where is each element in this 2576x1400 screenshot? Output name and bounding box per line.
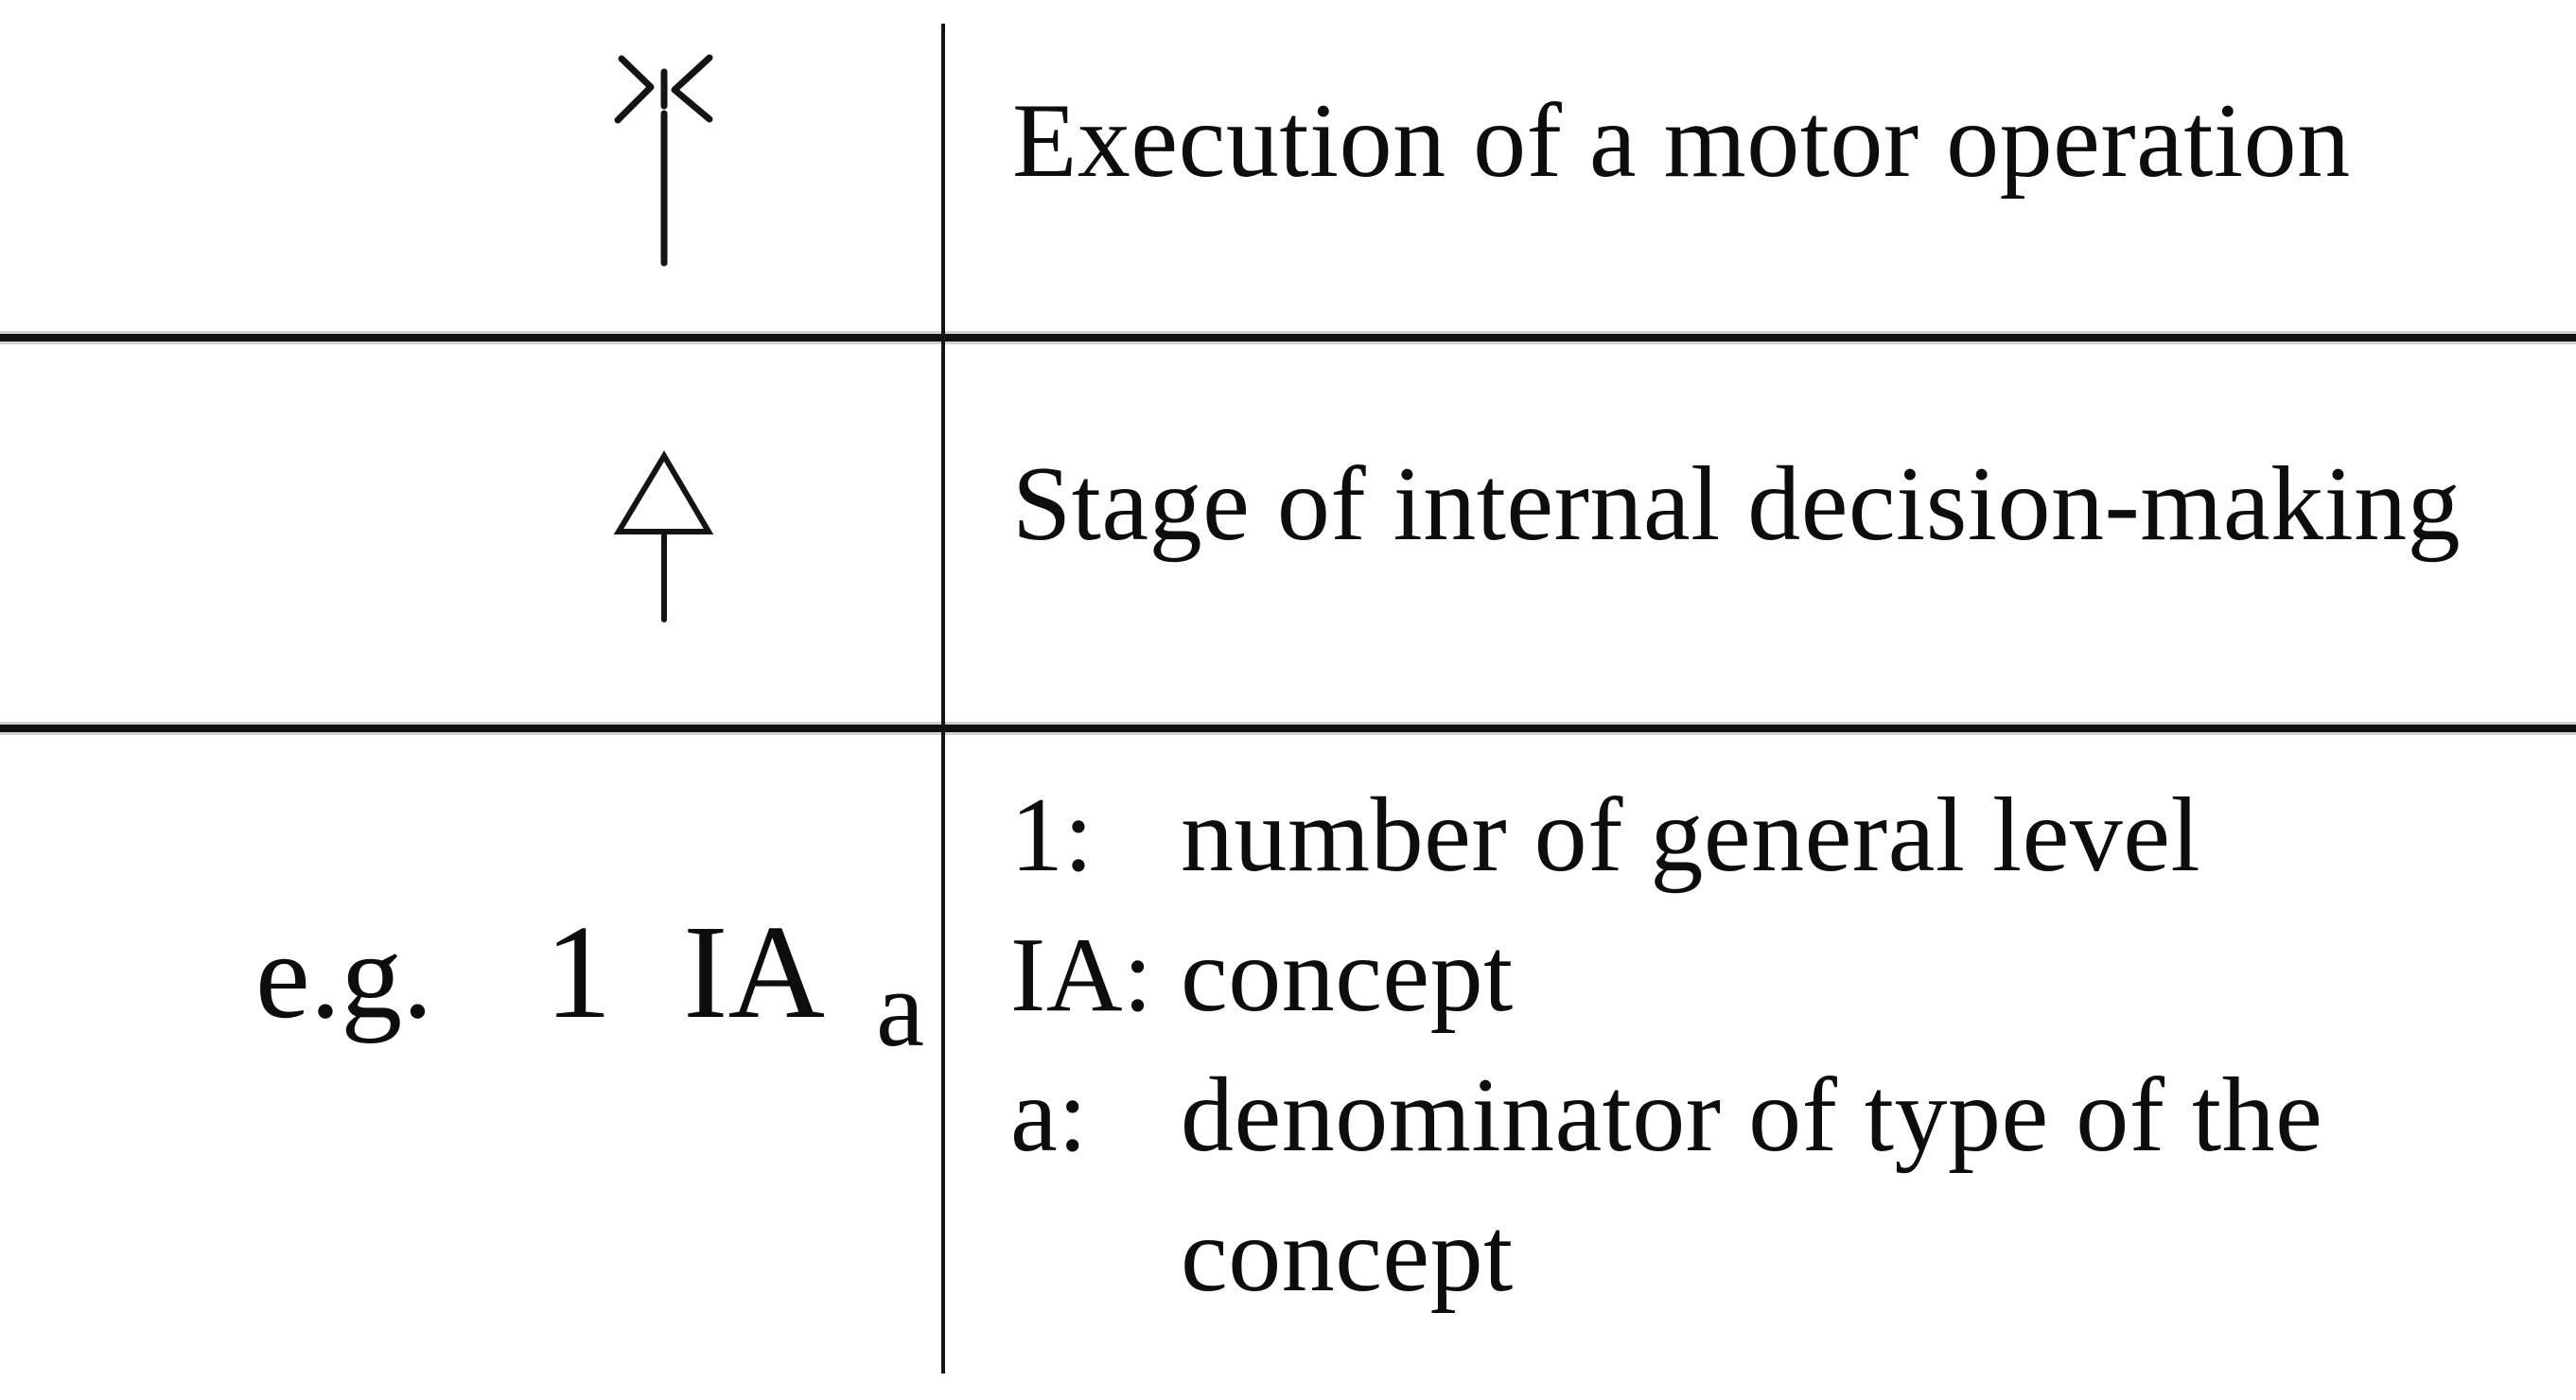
definition-term: a: [1010, 1057, 1088, 1174]
definition-description: concept [1181, 917, 1514, 1034]
definitions-list: 1: number of general level IA: concept a… [1010, 765, 2410, 1325]
legend-description-motor-operation: Execution of a motor operation [1012, 82, 2351, 200]
pinched-arrow-icon [614, 54, 713, 267]
legend-description-decision-stage: Stage of internal decision-making [1012, 446, 2462, 563]
definition-term: 1: [1010, 777, 1095, 894]
example-subscript: a [876, 949, 925, 1069]
row-divider-line-1 [0, 334, 2576, 341]
example-notation-text: 1 IA [544, 897, 826, 1046]
definition-description: denominator of type of the concept [1181, 1057, 2323, 1314]
definition-term: IA: [1010, 917, 1153, 1034]
column-divider-line [941, 24, 945, 1374]
open-triangle-arrow-icon [613, 450, 714, 622]
definition-description: number of general level [1181, 777, 2201, 894]
row-divider-line-2 [0, 725, 2576, 732]
example-prefix: e.g. [255, 908, 433, 1044]
